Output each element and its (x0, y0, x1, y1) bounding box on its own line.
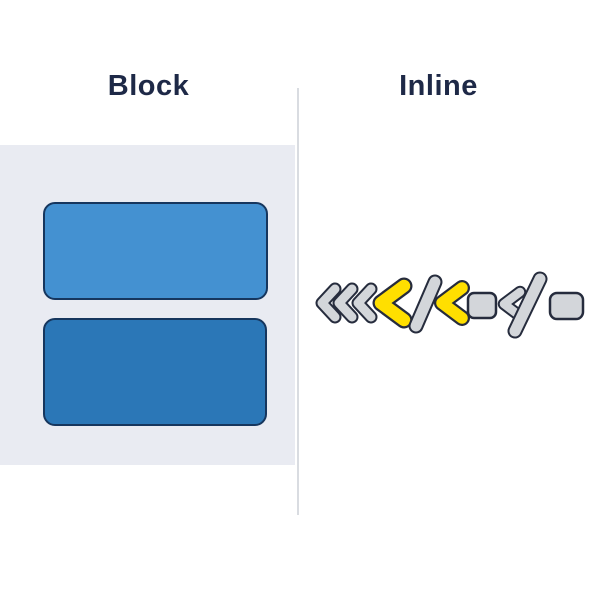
block-panel (0, 145, 295, 465)
slash-tall-icon (507, 271, 548, 339)
slash-icon (408, 274, 443, 334)
chevron-left-small-icon (497, 285, 527, 323)
rounded-rectangle-icon (548, 291, 585, 321)
inline-glyph-row (315, 271, 585, 339)
column-divider (297, 88, 299, 515)
chevron-left-large-icon (434, 280, 470, 326)
chevron-left-icon (315, 282, 342, 324)
chevron-left-icon (332, 282, 359, 324)
rounded-square-icon (466, 291, 498, 320)
chevron-left-large-icon (372, 277, 413, 329)
block-element-2 (43, 318, 267, 426)
inline-title: Inline (399, 70, 478, 102)
chevron-left-icon (351, 282, 378, 324)
block-element-1 (43, 202, 268, 300)
block-title: Block (107, 70, 190, 102)
